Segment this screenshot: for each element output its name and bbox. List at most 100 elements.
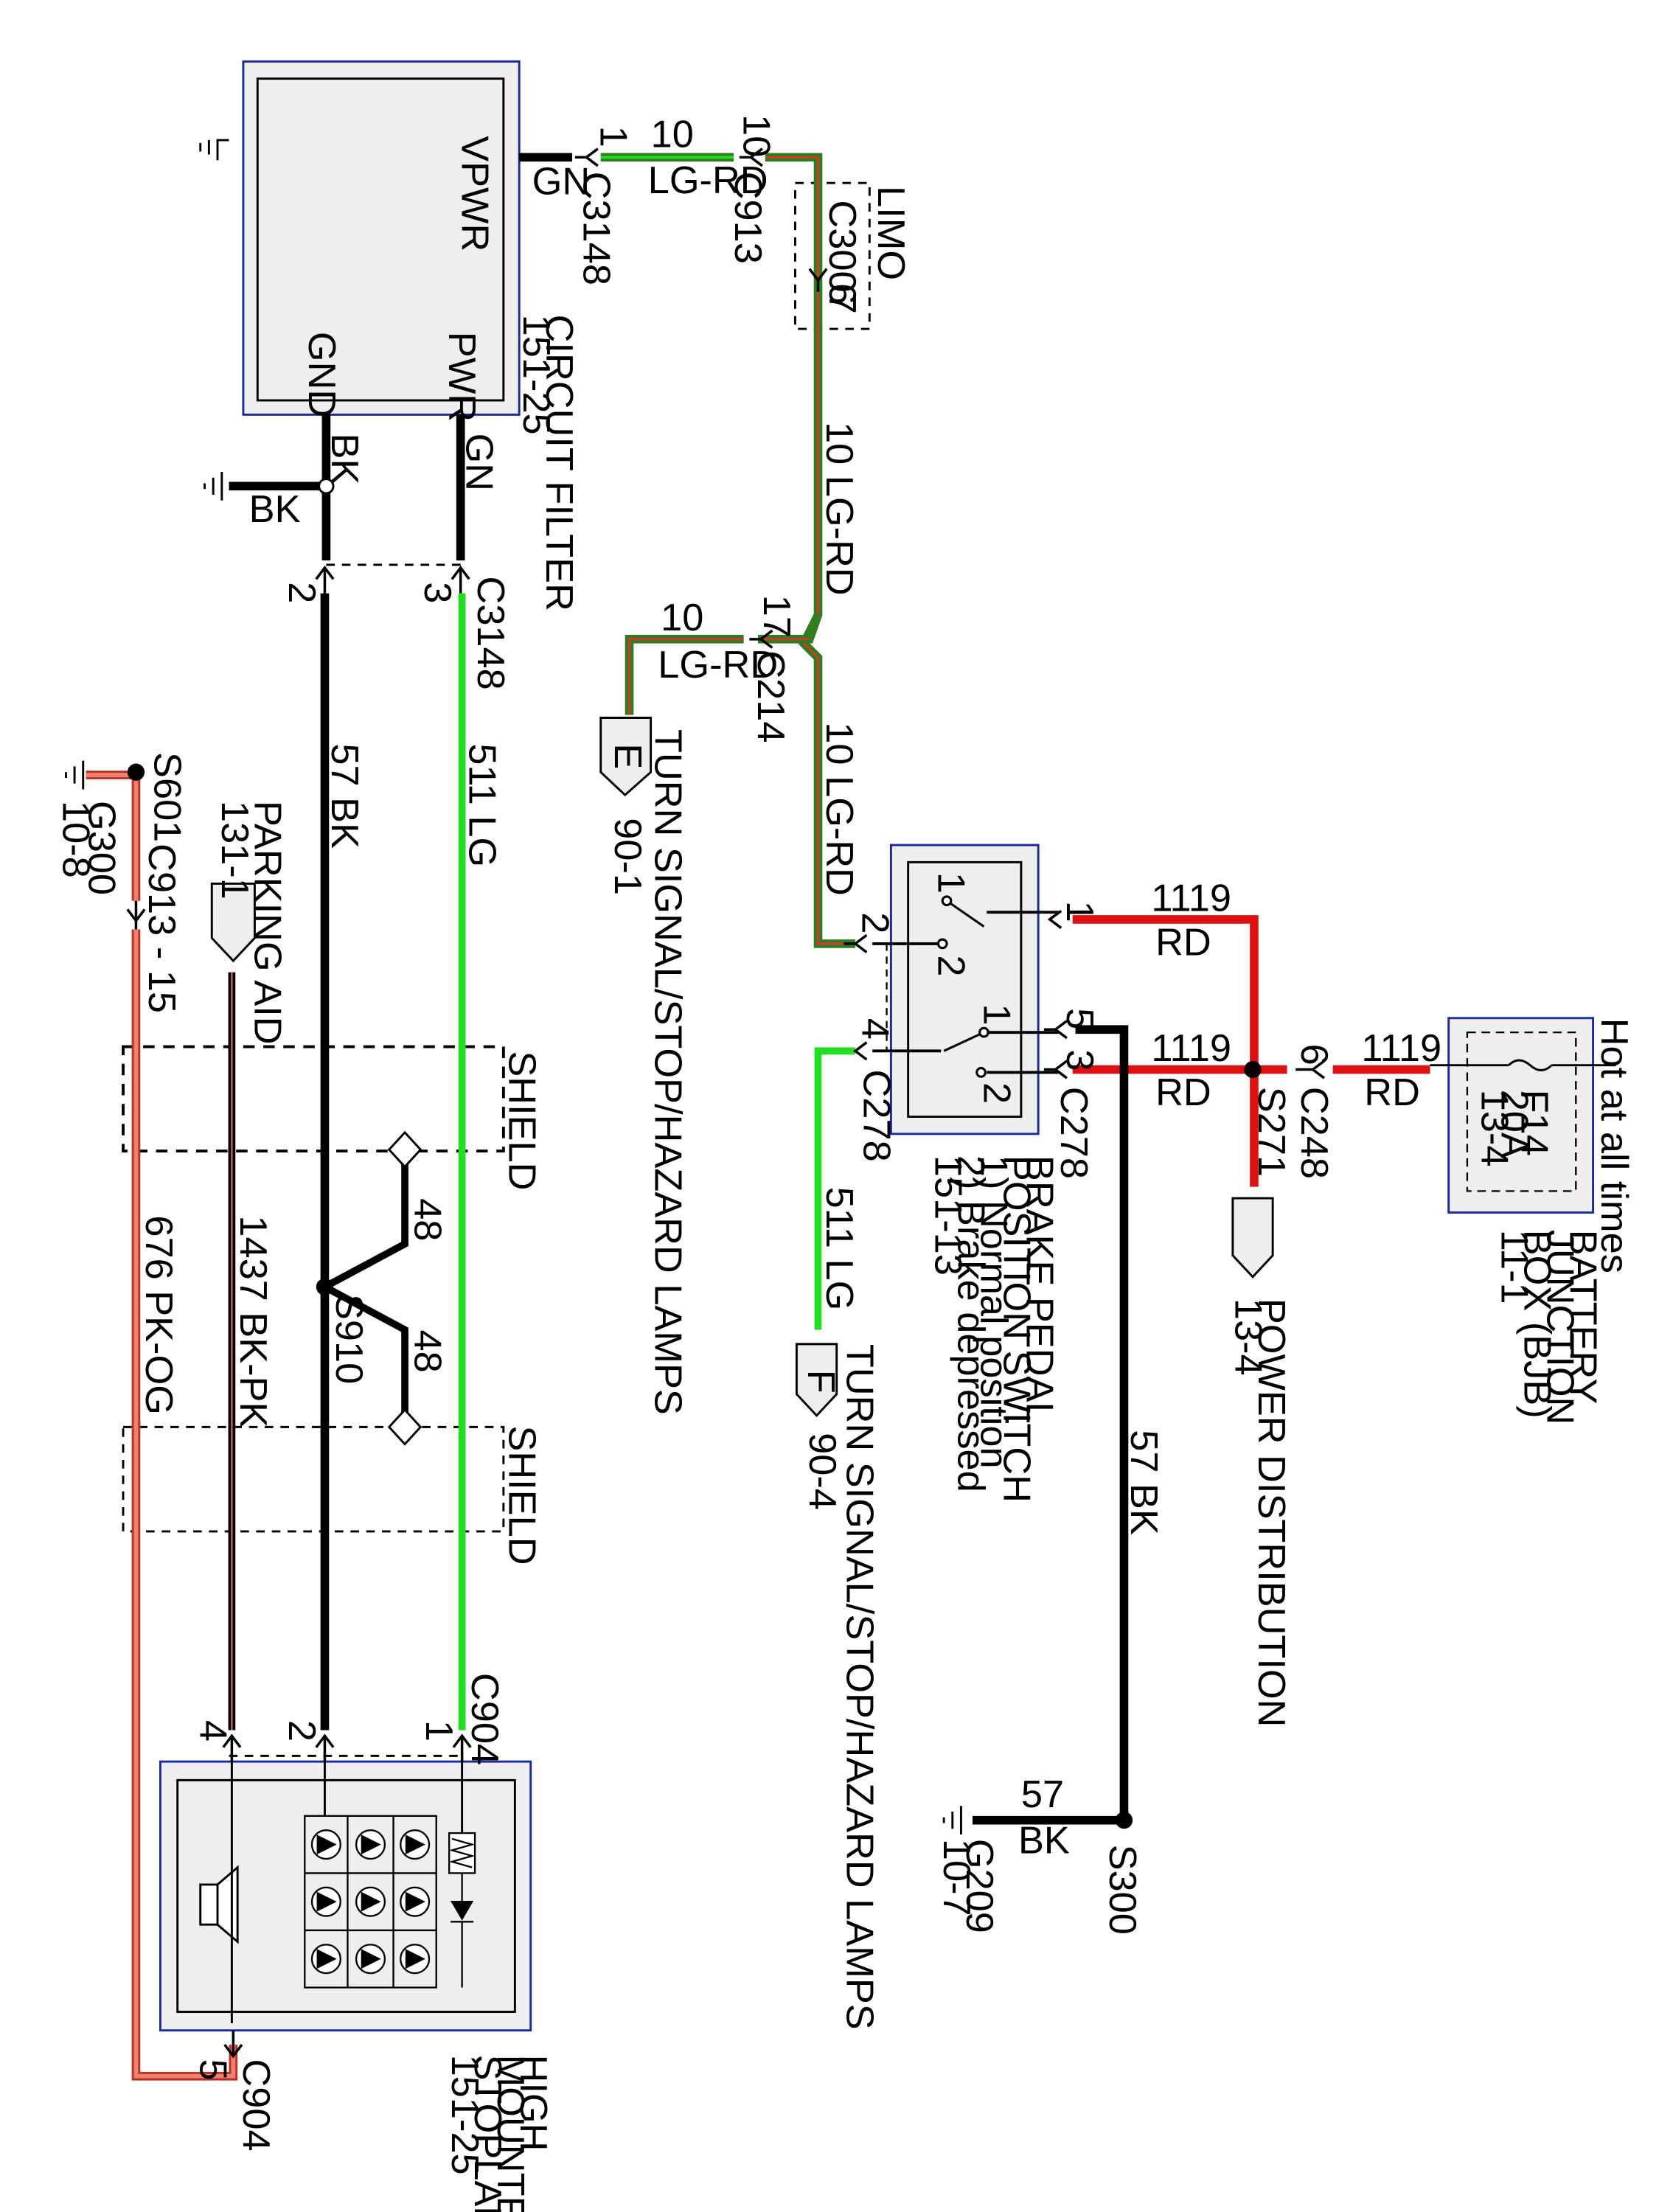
s910-label: S910 — [327, 1294, 370, 1384]
wire-1119-upper: 1119 — [1151, 877, 1231, 919]
wire-48-lower: 48 — [406, 1329, 449, 1372]
sw2-pin-2: 2 — [975, 1082, 1018, 1104]
bjb-name-3: BOX (BJB) — [1515, 1230, 1558, 1419]
wire-1119-lower: 1119 — [1151, 1027, 1231, 1070]
c913-15-label: C913 - 15 — [140, 844, 183, 1013]
s601-label: S601 — [146, 752, 189, 842]
wire-57-s300-label: 57 BK — [1122, 1430, 1165, 1535]
c3148-mid-pin-2: 2 — [280, 582, 323, 603]
rd-lower: RD — [1155, 1071, 1211, 1114]
g209-id: G209 — [958, 1839, 1001, 1933]
switch-note-1: 1) Normal position — [973, 1155, 1015, 1469]
power-distribution-name: POWER DISTRIBUTION — [1250, 1298, 1293, 1728]
s271-label: S271 — [1250, 1087, 1293, 1177]
s300-label: S300 — [1101, 1845, 1144, 1935]
c904-pin-1: 1 — [417, 1720, 460, 1742]
reference-e-letter: E — [606, 743, 649, 769]
lgrd-top-color: LG-RD — [648, 159, 768, 202]
g209-ref: 10-7 — [935, 1839, 978, 1916]
lgrd-vert-1: 10 LG-RD — [818, 422, 860, 596]
c248-id: C248 — [1293, 1087, 1335, 1179]
pin-vpwr-label: VPWR — [453, 136, 496, 251]
c913-top-id: C913 — [726, 172, 769, 264]
bjb-name-1: BATTERY — [1562, 1230, 1604, 1405]
c278-pin-3: 3 — [1058, 1049, 1101, 1071]
c904-bottom-id: C904 — [234, 2059, 277, 2152]
lgrd-vert-2: 10 LG-RD — [818, 722, 860, 896]
fuse-id: F14 — [1513, 1090, 1556, 1156]
c913-top-pin: 10 — [735, 114, 778, 157]
g300-ref: 10-8 — [55, 801, 97, 878]
ground-icon-bk — [204, 471, 223, 501]
c3148-top-pin: 1 — [592, 126, 635, 147]
buzzer-icon — [199, 1865, 239, 1944]
c278-pin-1: 1 — [1058, 901, 1101, 922]
switch-name-2: POSITION SWITCH — [995, 1155, 1038, 1503]
hot-at-all-times: Hot at all times — [1593, 1018, 1635, 1273]
power-distribution-ref: 13-4 — [1227, 1298, 1270, 1376]
lgrd-e-circuit: 10 — [661, 597, 703, 639]
parking-aid-shape — [210, 882, 256, 963]
reference-f-letter: F — [799, 1370, 842, 1394]
parking-aid-name: PARKING AID — [246, 801, 288, 1045]
gn-mid-label: GN — [457, 434, 500, 492]
gn-top-label: GN — [532, 161, 591, 204]
circuit-filter-ref: 151-25 — [515, 315, 557, 435]
c278-pin-5: 5 — [1058, 1008, 1101, 1029]
bk-mid-label: BK — [323, 434, 366, 485]
connector-chevrons — [126, 147, 1326, 2059]
bk-ground-label: BK — [249, 488, 301, 531]
pin-pwr-label: PWR — [440, 332, 483, 422]
fuse-rating: 20A — [1492, 1090, 1535, 1158]
reference-f-ref: 90-4 — [801, 1433, 844, 1510]
shield-top-label: SHIELD — [501, 1051, 543, 1190]
circuit-filter-name: CIRCUIT FILTER — [538, 315, 580, 611]
reference-e-shape — [599, 717, 653, 797]
sw2-pin-1: 1 — [975, 1004, 1018, 1025]
c3148-mid-pin-3: 3 — [416, 582, 459, 603]
c3007-pin: 6 — [821, 283, 863, 305]
shield-top — [122, 1045, 505, 1153]
wire-511-label: 511 LG — [460, 743, 503, 867]
pin-gnd-label: GND — [300, 332, 343, 417]
parking-aid-ref: 131-1 — [213, 801, 256, 900]
bk-g209-label: BK — [1018, 1819, 1070, 1862]
c278-right-id: C278 — [1052, 1087, 1095, 1179]
sw1-pin-2: 2 — [929, 955, 972, 976]
reference-f-name: TURN SIGNAL/STOP/HAZARD LAMPS — [838, 1344, 880, 2030]
c248-pin: 6 — [1293, 1044, 1335, 1065]
c3148-top-id: C3148 — [574, 172, 617, 285]
limo-label: LIMO — [869, 186, 912, 280]
c278-pin-2-left: 2 — [854, 912, 897, 933]
bjb-ref: 11-1 — [1492, 1230, 1535, 1304]
ground-icon-g300 — [64, 760, 85, 790]
c278-pin-4: 4 — [854, 1018, 897, 1040]
reference-e-ref: 90-1 — [606, 818, 649, 895]
wire-511-f-label: 511 LG — [818, 1187, 860, 1311]
switch-note-2: 2) Brake depressed — [950, 1155, 992, 1492]
wire-1437-label: 1437 BK-PK — [232, 1215, 274, 1427]
switch-ref: 151-13 — [927, 1155, 970, 1276]
power-distribution-shape — [1231, 1197, 1274, 1279]
shield-bottom-label: SHIELD — [501, 1425, 543, 1565]
stoplamp-ref: 151-25 — [443, 2055, 486, 2175]
stoplamp-name-3: STOPLAMP — [466, 2055, 509, 2212]
sw1-pin-1: 1 — [929, 872, 972, 894]
c904-pin-4: 4 — [192, 1720, 234, 1742]
c904-top-id: C904 — [463, 1673, 506, 1765]
switch-name-1: BRAKE PEDAL — [1018, 1155, 1061, 1424]
c3007-id: C3007 — [821, 200, 863, 313]
limo-option-box — [794, 181, 871, 330]
reference-e-name: TURN SIGNAL/STOP/HAZARD LAMPS — [646, 729, 689, 1415]
c214-pin: 17 — [755, 595, 798, 638]
circuit-filter — [199, 60, 521, 416]
stoplamp-name-1: HIGH — [512, 2055, 554, 2152]
ground-icon-g209 — [942, 1806, 962, 1835]
stoplamp-name-2: MOUNTED — [489, 2055, 532, 2212]
rd-upper: RD — [1155, 921, 1211, 964]
battery-junction-box — [1430, 1017, 1616, 1214]
rd-bjb: RD — [1364, 1071, 1420, 1114]
wire-1119-bjb: 1119 — [1361, 1027, 1441, 1070]
lgrd-e-color: LG-RD — [658, 644, 778, 686]
brake-pedal-switch — [872, 844, 1059, 1135]
